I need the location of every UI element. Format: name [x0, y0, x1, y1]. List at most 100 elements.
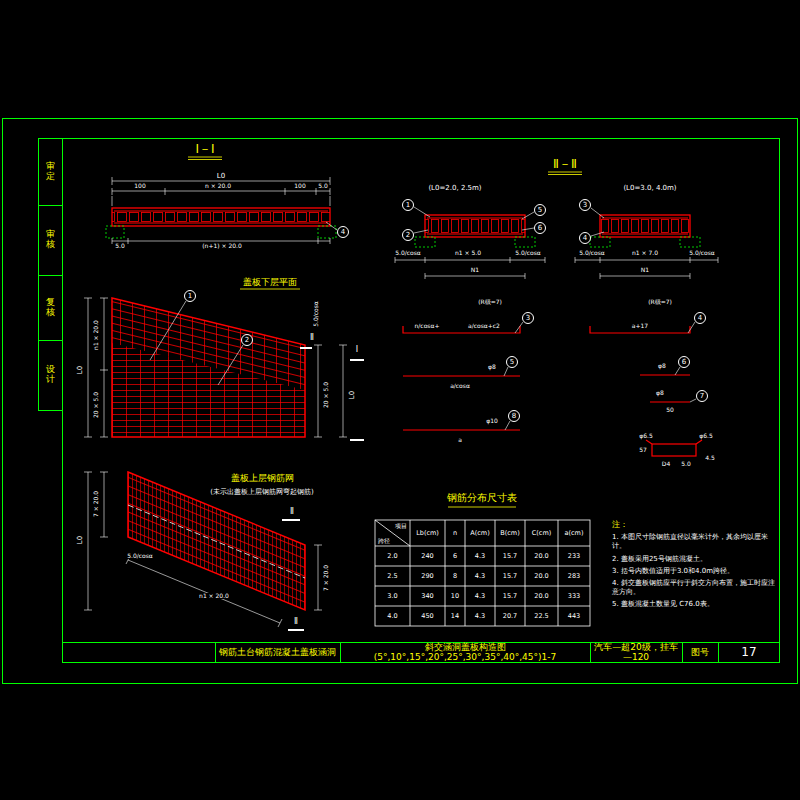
section-two — [427, 218, 523, 234]
table-cell: 290 — [420, 573, 434, 580]
vertical-text: 审核 — [46, 230, 55, 250]
upper-layer-mesh — [84, 472, 322, 627]
section-two — [602, 218, 688, 234]
table-cell: 20.0 — [533, 593, 549, 600]
section-two — [548, 172, 582, 175]
section-one — [112, 188, 330, 195]
table-cell: B(cm) — [499, 530, 520, 537]
dimension-text: φ10 — [485, 418, 499, 424]
dimension-text: 5.0 — [317, 183, 329, 189]
table-cell: 233 — [567, 553, 581, 560]
title-text: 图号 — [689, 648, 711, 658]
table-cell: 14 — [450, 613, 460, 620]
dimension-text: φ8 — [657, 363, 667, 369]
lower-layer-plan — [84, 289, 364, 440]
section-two — [425, 215, 525, 237]
upper-layer-mesh — [84, 472, 322, 630]
title-text: 汽车—超20级，挂车—120 — [590, 643, 682, 663]
dimension-text: (未示出盖板上层钢筋网弯起钢筋) — [209, 489, 314, 496]
title-text: 斜交涵洞盖板构造图(5°,10°,15°,20°,25°,30°,35°,40°… — [340, 643, 590, 663]
dimension-text: n1 × 7.0 — [631, 250, 659, 256]
upper-layer-mesh — [282, 520, 304, 630]
table-cell: 20.7 — [502, 613, 518, 620]
callout-number: 7 — [696, 390, 708, 402]
dimension-text: 4.5 — [704, 455, 716, 461]
dimension-text: 20 × 5.0 — [93, 391, 99, 419]
rebar-shapes — [646, 440, 702, 444]
note-text: 注： — [612, 520, 778, 530]
title-block-cell: 钢筋土台钢筋混凝土盖板涵洞 — [215, 642, 340, 663]
dimension-text: a/cosα — [449, 383, 471, 389]
rebar-shapes — [403, 326, 702, 456]
lower-layer-plan — [339, 345, 347, 437]
dimension-text: 100 — [133, 183, 146, 189]
title-block-cell: 汽车—超20级，挂车—120 — [590, 642, 682, 663]
drawing-frame — [39, 139, 63, 411]
lower-layer-plan — [314, 345, 322, 437]
table-cell: 8 — [452, 573, 458, 580]
dimension-text: n1 × 20.0 — [198, 593, 230, 599]
dimension-text: L0 — [77, 535, 84, 545]
table-cell: 15.7 — [502, 593, 518, 600]
callout-number: 4 — [579, 232, 591, 244]
dimension-text: n1 × 5.0 — [454, 250, 482, 256]
table-cell: 10 — [450, 593, 460, 600]
rebar-table — [448, 507, 516, 508]
dimension-text: 5.0/cosα — [126, 553, 154, 559]
dimension-text: D4 — [661, 461, 671, 467]
signature-cell: 审定 — [38, 138, 62, 205]
rebar-shapes — [504, 322, 696, 430]
note-text: 2. 盖板采用25号钢筋混凝土。 — [612, 555, 778, 564]
callout-number: 6 — [678, 356, 690, 368]
table-cell: 443 — [567, 613, 581, 620]
upper-layer-mesh — [314, 545, 322, 610]
dimension-text: Ⅱ — [289, 508, 295, 516]
dimension-text: Ⅰ — [355, 346, 359, 354]
dimension-text: 7 × 20.0 — [93, 490, 99, 518]
callout-number: 3 — [579, 199, 591, 211]
lower-layer-plan — [84, 298, 347, 437]
table-cell: 283 — [567, 573, 581, 580]
note-text: 1. 本图尺寸除钢筋直径以毫米计外，其余均以厘米计。 — [612, 533, 778, 551]
table-cell: 340 — [420, 593, 434, 600]
signature-cell: 复核 — [38, 275, 62, 340]
callout-number: 3 — [522, 312, 534, 324]
section-one — [326, 222, 337, 230]
dimension-text: 20 × 5.0 — [323, 381, 329, 409]
section-one — [318, 226, 336, 238]
upper-layer-mesh — [100, 472, 108, 537]
note-text: 4. 斜交盖板钢筋应平行于斜交方向布置，施工时应注意方向。 — [612, 579, 778, 597]
dimension-text: 57 — [638, 447, 648, 453]
dimension-text: (R级=7) — [477, 299, 503, 305]
table-cell: 4.3 — [474, 553, 486, 560]
dimension-text: n1 × 20.0 — [93, 319, 99, 351]
upper-layer-mesh — [128, 505, 305, 578]
section-one — [112, 208, 330, 226]
dimension-text: a — [457, 437, 463, 443]
section-one — [112, 177, 337, 244]
lower-layer-plan — [112, 298, 305, 390]
dimension-text: 5.0 — [114, 243, 126, 249]
vertical-text: 审定 — [46, 162, 55, 182]
dimension-text: (L0=3.0, 4.0m) — [622, 185, 677, 192]
table-cell: 15.7 — [502, 573, 518, 580]
dimension-text: 50 — [665, 407, 675, 413]
dimension-text: Ⅱ — [293, 618, 299, 626]
rebar-table — [375, 520, 590, 626]
table-cell: 15.7 — [502, 553, 518, 560]
lower-layer-plan — [150, 301, 243, 385]
table-cell: 3.0 — [386, 593, 398, 600]
table-cell: 22.5 — [533, 613, 549, 620]
rebar-table — [375, 520, 410, 546]
table-cell: n — [452, 530, 458, 537]
dimension-text: φ8 — [487, 364, 497, 370]
title-text: 17 — [739, 646, 758, 659]
rebar-shapes — [640, 374, 690, 375]
dimension-text: φ8 — [655, 390, 665, 396]
view-title: I－I — [194, 143, 215, 155]
callout-number: 6 — [534, 222, 546, 234]
callout-number: 8 — [508, 410, 520, 422]
section-one — [112, 208, 330, 226]
table-cell: a(cm) — [564, 530, 585, 537]
upper-layer-mesh — [84, 472, 92, 610]
